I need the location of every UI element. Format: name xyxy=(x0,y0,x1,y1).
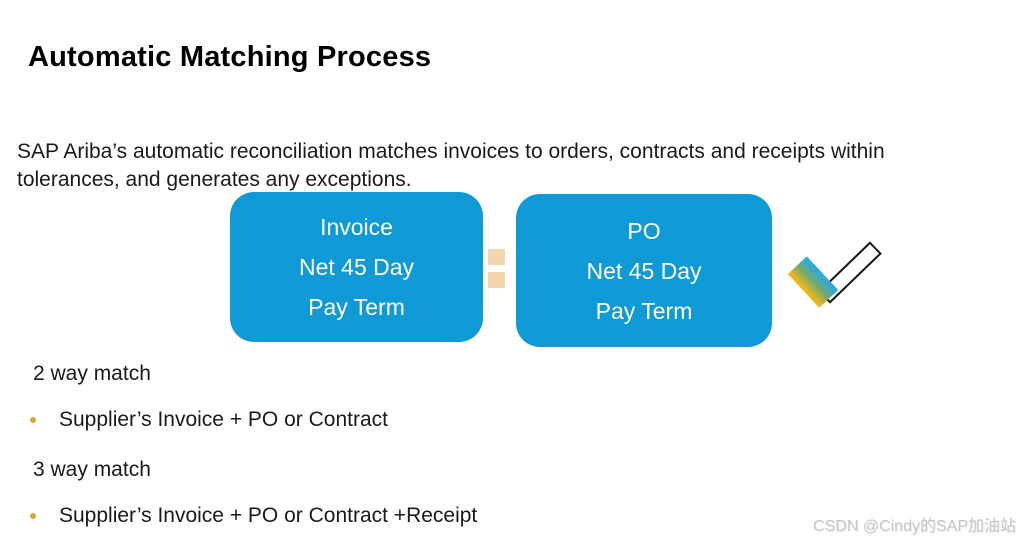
three-way-match-item-text: Supplier’s Invoice + PO or Contract +Rec… xyxy=(59,504,478,527)
invoice-box-line3: Pay Term xyxy=(308,294,405,320)
equals-icon-top-bar xyxy=(488,249,505,265)
bullet-icon xyxy=(30,513,36,519)
invoice-box-line2: Net 45 Day xyxy=(298,254,415,280)
po-box-line1: PO xyxy=(627,217,661,244)
invoice-box: Invoice Net 45 Day Pay Term xyxy=(230,192,483,342)
page-title: Automatic Matching Process xyxy=(28,41,432,74)
invoice-box-line1: Invoice xyxy=(320,214,393,240)
bullet-icon xyxy=(30,417,36,423)
equals-icon xyxy=(488,249,505,288)
checkmark-icon xyxy=(787,230,890,340)
po-box-line3: Pay Term xyxy=(595,297,693,324)
two-way-match-item-text: Supplier’s Invoice + PO or Contract xyxy=(59,408,388,431)
two-way-match-item: Supplier’s Invoice + PO or Contract xyxy=(30,408,388,432)
three-way-match-heading: 3 way match xyxy=(33,458,151,481)
watermark: CSDN @Cindy的SAP加油站 xyxy=(813,518,1016,535)
equals-icon-bottom-bar xyxy=(488,272,505,288)
slide-description: SAP Ariba’s automatic reconciliation mat… xyxy=(17,140,885,191)
two-way-match-heading: 2 way match xyxy=(33,362,151,385)
po-box: PO Net 45 Day Pay Term xyxy=(516,194,772,347)
three-way-match-item: Supplier’s Invoice + PO or Contract +Rec… xyxy=(30,504,477,528)
po-box-line2: Net 45 Day xyxy=(586,257,702,284)
